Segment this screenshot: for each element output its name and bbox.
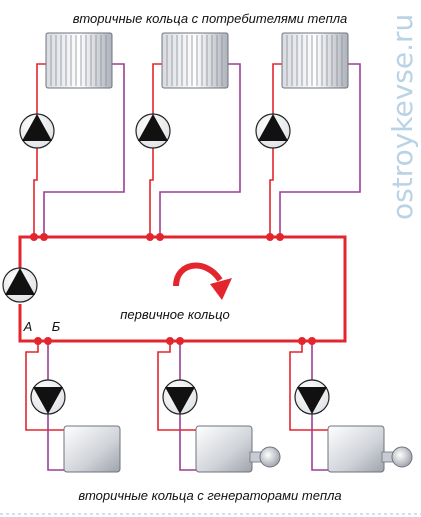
- primary-pump-icon: [2, 267, 38, 303]
- primary-ring-label: первичное кольцо: [120, 307, 230, 322]
- consumer-circuit-3: [255, 32, 361, 236]
- pump-icon: [19, 113, 55, 149]
- boiler-icon: [195, 425, 281, 473]
- bottom-caption: вторичные кольца с генераторами тепла: [78, 488, 341, 503]
- watermark: ostroykevse.ru: [386, 14, 419, 220]
- generator-circuit-2: [157, 341, 281, 473]
- pump-icon: [162, 379, 198, 415]
- flow-direction-icon: [173, 262, 232, 300]
- pump-icon: [294, 379, 330, 415]
- generator-circuit-1: [25, 341, 121, 473]
- boiler-icon: [327, 425, 413, 473]
- consumer-circuit-1: [19, 32, 125, 236]
- primary-ring: первичное кольцо А Б: [2, 235, 347, 343]
- pump-icon: [30, 379, 66, 415]
- radiator-icon: [281, 32, 349, 89]
- radiator-icon: [161, 32, 229, 89]
- generator-circuit-3: [289, 341, 413, 473]
- junction-dots-top: [30, 233, 284, 241]
- consumer-circuit-2: [135, 32, 241, 236]
- pump-icon: [255, 113, 291, 149]
- point-b-label: Б: [52, 319, 61, 334]
- top-caption: вторичные кольца с потребителями тепла: [73, 11, 348, 26]
- junction-dots-bottom: [34, 337, 316, 345]
- boiler-icon: [63, 425, 121, 473]
- point-a-label: А: [23, 319, 33, 334]
- pump-icon: [135, 113, 171, 149]
- radiator-icon: [45, 32, 113, 89]
